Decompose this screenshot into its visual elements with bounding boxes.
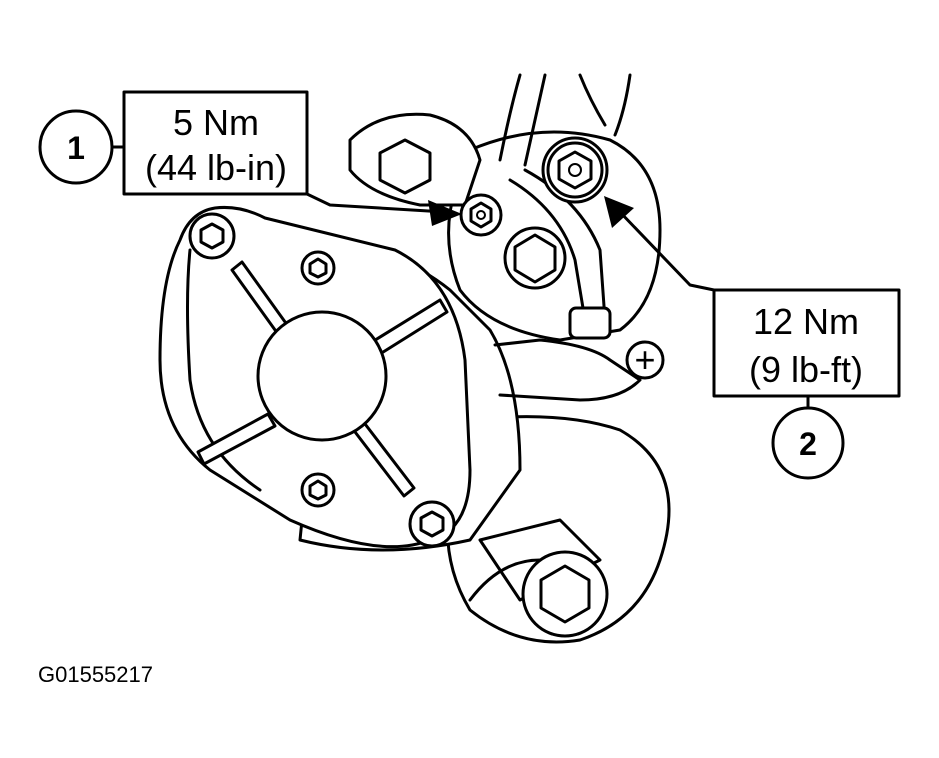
field-frame-wire <box>493 338 642 402</box>
terminal-nut-small <box>459 193 503 237</box>
callout-2-arrowhead <box>604 196 634 228</box>
end-cap-bolt-bottom-right <box>408 500 456 548</box>
positive-terminal: + <box>625 339 665 380</box>
battery-cable <box>498 73 522 162</box>
callout-1-arrowhead <box>428 200 462 226</box>
callout-2-leader <box>616 208 716 292</box>
housing-rib <box>478 518 602 602</box>
figure-id: G01555217 <box>38 662 153 687</box>
callout-2-number: 2 <box>799 426 817 462</box>
end-cap-screw-top <box>300 250 336 286</box>
end-cap-inner-edge <box>186 248 262 492</box>
callout-1-value: 5 Nm <box>173 102 259 143</box>
callout-2: 12 Nm (9 lb-ft) 2 <box>604 196 901 480</box>
battery-cable-2-edge <box>613 73 632 137</box>
positive-terminal-symbol: + <box>634 339 655 380</box>
callout-1: 1 5 Nm (44 lb-in) <box>38 90 462 226</box>
callout-1-leader <box>305 192 447 214</box>
strap-end <box>568 306 612 340</box>
callout-2-box <box>712 288 901 398</box>
battery-cable-edge <box>523 73 547 167</box>
solenoid-center-bolt <box>503 226 567 290</box>
housing-rib <box>468 558 542 602</box>
mounting-bolt-lower <box>521 550 609 638</box>
terminal-strap-edge <box>523 168 607 322</box>
callout-1-number: 1 <box>67 130 85 166</box>
end-cap-bolt-top-left <box>188 212 236 260</box>
callout-2-circle <box>771 406 845 480</box>
terminal-strap <box>508 178 587 322</box>
end-cap-center-boss <box>256 310 388 442</box>
callout-1-imperial: (44 lb-in) <box>145 147 287 188</box>
solenoid-flange-bolt <box>378 138 432 195</box>
callout-2-imperial: (9 lb-ft) <box>749 349 863 390</box>
starter-motor: + <box>158 73 671 644</box>
terminal-nut-large <box>541 136 609 204</box>
end-cap-screw-bottom <box>300 472 336 508</box>
callout-2-value: 12 Nm <box>753 301 859 342</box>
callout-1-box <box>122 90 309 196</box>
battery-cable-2 <box>578 73 607 127</box>
